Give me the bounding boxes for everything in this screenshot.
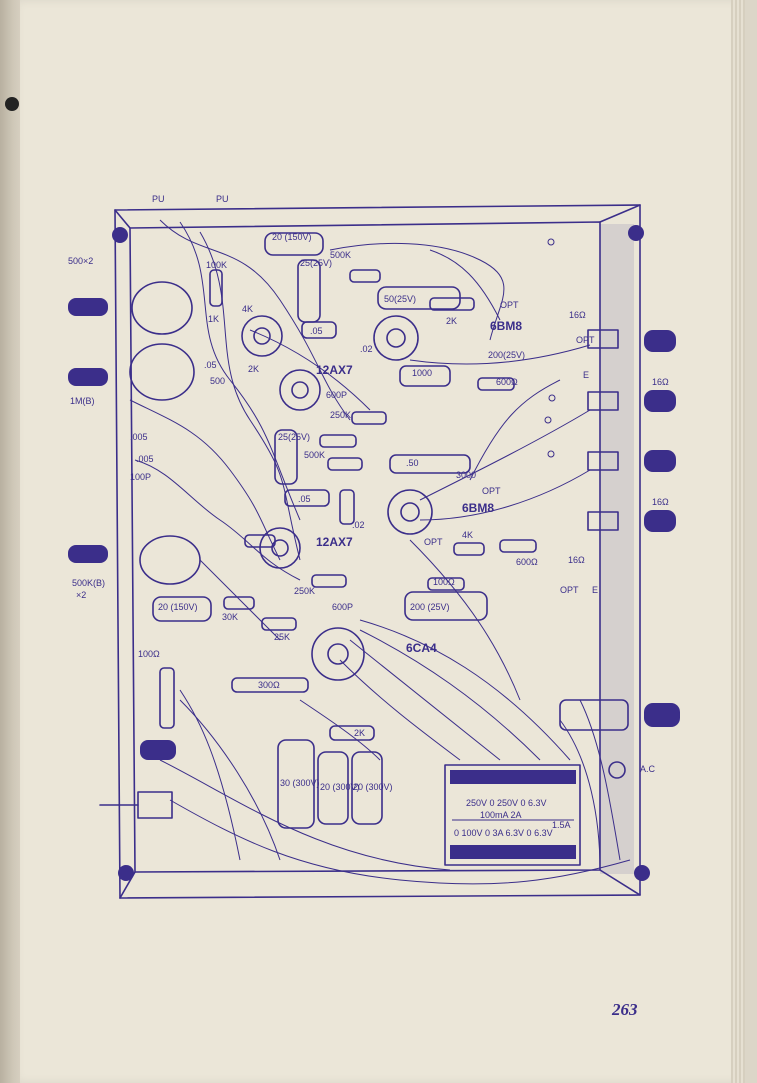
label-opt-5: OPT [560, 585, 579, 595]
label-e-2: E [592, 585, 598, 595]
label-16ohm-3: 16Ω [652, 497, 669, 507]
label-c02-b: .02 [352, 520, 365, 530]
label-c05-b: .05 [298, 494, 311, 504]
label-6bm8-a: 6BM8 [490, 319, 522, 333]
label-c005-a: .005 [130, 432, 148, 442]
label-c20-150-a: 20 (150V) [272, 232, 312, 242]
label-opt-1: OPT [500, 300, 519, 310]
label-transformer-row3: 0 100V 0 3A 6.3V 0 6.3V [454, 828, 553, 838]
label-opt-4: OPT [424, 537, 443, 547]
label-r600-a: 600Ω [496, 377, 518, 387]
label-transformer-row1: 250V 0 250V 0 6.3V [466, 798, 547, 808]
label-r500k-b: 500K [330, 250, 351, 260]
book-page [20, 0, 745, 1083]
label-16ohm-2: 16Ω [652, 377, 669, 387]
label-r2k-a: 2K [446, 316, 457, 326]
label-pot-top: 500×2 [68, 256, 93, 266]
page-number: 263 [612, 1000, 638, 1019]
page-edge [731, 0, 745, 1083]
label-c200-25-a: 200(25V) [488, 350, 525, 360]
power-transformer [444, 764, 581, 866]
label-c005-b: .005 [136, 454, 154, 464]
label-r3000: 3000 [456, 470, 476, 480]
label-c05-a: .05 [310, 326, 323, 336]
label-c100p: 100P [130, 472, 151, 482]
label-r2k-b: 2K [354, 728, 365, 738]
wiring [129, 219, 631, 885]
label-r100k: 100K [206, 260, 227, 270]
chassis [112, 204, 650, 899]
label-r25k: 25K [274, 632, 290, 642]
label-16ohm-1: 16Ω [569, 310, 586, 320]
labels: PU PU 500×2 1M(B) 500K(B) ×2 12AX7 12AX7… [68, 194, 669, 838]
label-r1000: 1000 [412, 368, 432, 378]
label-6ca4: 6CA4 [406, 641, 437, 655]
label-12ax7-b: 12AX7 [316, 535, 353, 549]
label-c200-25-b: 200 (25V) [410, 602, 450, 612]
label-r300: 300Ω [258, 680, 280, 690]
label-transformer-row4: 1.5A [552, 820, 571, 830]
label-r4k-b: 4K [462, 530, 473, 540]
label-r250k-b: 250K [294, 586, 315, 596]
label-r30k: 30K [222, 612, 238, 622]
label-pot-bot2: ×2 [76, 590, 86, 600]
label-e-1: E [583, 370, 589, 380]
label-r1k: 1K [208, 314, 219, 324]
label-r600-b: 600Ω [516, 557, 538, 567]
label-c25-25-b: 25(25V) [278, 432, 310, 442]
label-c600p-a: 600P [326, 390, 347, 400]
right-terminals [544, 238, 680, 779]
label-c600p-b: 600P [332, 602, 353, 612]
label-pot-mid: 1M(B) [70, 396, 95, 406]
capacitors [152, 232, 488, 829]
label-c20-300-b: 20 (300V) [353, 782, 393, 792]
label-opt-3: OPT [482, 486, 501, 496]
label-c50-25: 50(25V) [384, 294, 416, 304]
label-r100-b: 100Ω [433, 577, 455, 587]
label-16ohm-4: 16Ω [568, 555, 585, 565]
label-opt-2: OPT [576, 335, 595, 345]
label-c50: .50 [406, 458, 419, 468]
label-12ax7-a: 12AX7 [316, 363, 353, 377]
label-c20-150-b: 20 (150V) [158, 602, 198, 612]
binding-hole [5, 97, 19, 111]
label-c05-c: .05 [204, 360, 217, 370]
label-r500: 500 [210, 376, 225, 386]
label-c30-300: 30 (300V) [280, 778, 320, 788]
label-r2k-c: 2K [248, 364, 259, 374]
left-controls [68, 298, 176, 819]
label-r500k: 500K [304, 450, 325, 460]
label-pot-bot1: 500K(B) [72, 578, 105, 588]
label-r100-a: 100Ω [138, 649, 160, 659]
label-r4k-a: 4K [242, 304, 253, 314]
resistors [159, 269, 537, 741]
label-c02-a: .02 [360, 344, 373, 354]
label-6bm8-b: 6BM8 [462, 501, 494, 515]
label-pu-2: PU [216, 194, 229, 204]
label-c20-300-a: 20 (300V) [320, 782, 360, 792]
label-ac: A.C [640, 764, 656, 774]
label-transformer-row2: 100mA 2A [480, 810, 522, 820]
label-r250k-a: 250K [330, 410, 351, 420]
label-c25-25-a: 25(25V) [300, 258, 332, 268]
book-spine [0, 0, 22, 1083]
label-pu-1: PU [152, 194, 165, 204]
